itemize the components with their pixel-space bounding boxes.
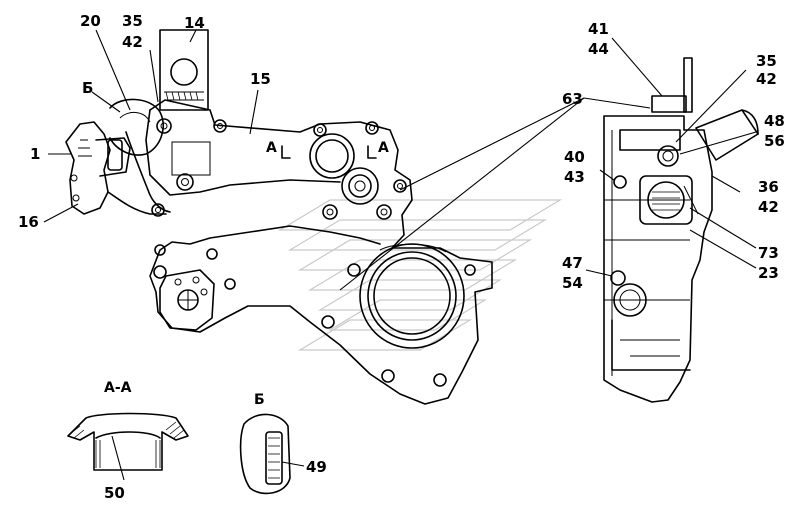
label-16: 16: [18, 213, 39, 231]
side-view-assembly: [603, 57, 759, 403]
label-23: 23: [758, 264, 779, 282]
label-49: 49: [306, 458, 327, 476]
label-63: 63: [562, 90, 583, 108]
label-50: 50: [104, 484, 125, 502]
section-mark-a-right: A: [378, 140, 389, 156]
label-20: 20: [80, 12, 101, 30]
view-b-title: Б: [254, 392, 265, 408]
view-b: [239, 413, 291, 495]
section-marks: A A A-A Б: [104, 140, 389, 408]
label-42-lower: 42: [758, 198, 779, 216]
label-56: 56: [764, 132, 785, 150]
label-36: 36: [758, 178, 779, 196]
watermark: [277, 199, 563, 351]
section-aa-title: A-A: [104, 380, 132, 396]
label-44: 44: [588, 40, 609, 58]
label-35-top: 35: [122, 12, 143, 30]
section-a-a: [67, 412, 189, 471]
label-1: 1: [30, 145, 40, 163]
label-54: 54: [562, 274, 583, 292]
label-14: 14: [184, 14, 205, 32]
label-73: 73: [758, 244, 779, 262]
front-cover-assembly: [145, 29, 493, 405]
label-42-right: 42: [756, 70, 777, 88]
leader-lines: [43, 29, 757, 481]
thermostat-pipe-assembly: [65, 98, 171, 215]
label-43: 43: [564, 168, 585, 186]
part-labels: 20 35 42 14 15 Б 1 16 41 44 63 35 42 48 …: [18, 12, 785, 502]
label-b-marker: Б: [82, 79, 93, 97]
label-47: 47: [562, 254, 583, 272]
label-42-top: 42: [122, 33, 143, 51]
section-mark-a-left: A: [266, 140, 277, 156]
label-15: 15: [250, 70, 271, 88]
label-35-right: 35: [756, 52, 777, 70]
label-40: 40: [564, 148, 585, 166]
label-41: 41: [588, 20, 609, 38]
label-48: 48: [764, 112, 785, 130]
